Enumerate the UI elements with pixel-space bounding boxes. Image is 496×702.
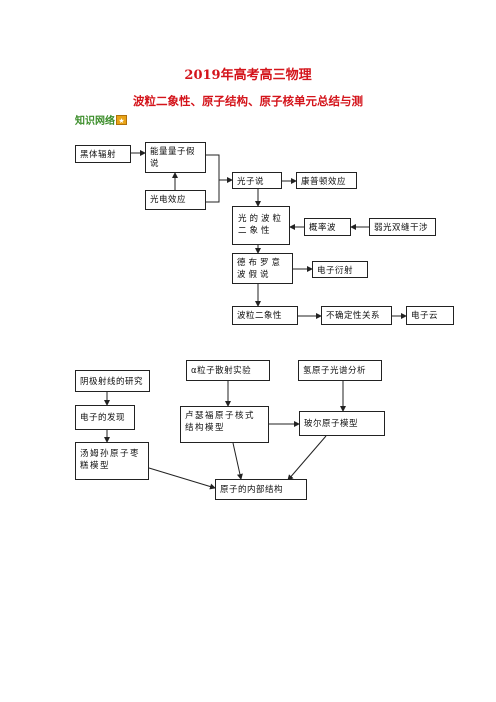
node-alpha-scattering: α粒子散射实验 — [186, 360, 270, 381]
section-heading: 知识网络 ★ — [75, 112, 127, 127]
node-blackbody: 黑体辐射 — [75, 145, 131, 163]
node-de-broglie: 德布罗意波假说 — [232, 253, 293, 284]
node-hydrogen-spectrum: 氢原子光谱分析 — [298, 360, 382, 381]
arrow-photoelectric-to-photon — [206, 180, 220, 203]
node-uncertainty: 不确定性关系 — [321, 306, 392, 325]
node-thomson: 汤姆孙原子枣糕模型 — [75, 442, 149, 480]
node-probability-wave: 概率波 — [304, 218, 351, 236]
arrow-thomson-to-atomic — [148, 467, 216, 490]
node-energy-quantum: 能量量子假说 — [145, 142, 206, 173]
arrow-rutherford-to-atomic — [232, 442, 243, 480]
section-label: 知识网络 — [75, 116, 115, 127]
node-cathode-ray: 阴极射线的研究 — [75, 370, 150, 392]
arrow-quantum-to-photon — [206, 154, 233, 183]
node-photon-theory: 光子说 — [232, 172, 282, 189]
node-atomic-structure: 原子的内部结构 — [215, 479, 307, 500]
star-badge-icon: ★ — [116, 114, 127, 125]
node-electron-discovery: 电子的发现 — [75, 405, 135, 430]
node-photoelectric: 光电效应 — [145, 190, 206, 210]
node-electron-cloud: 电子云 — [406, 306, 454, 325]
node-electron-diffraction: 电子衍射 — [312, 261, 368, 278]
node-rutherford: 卢瑟福原子核式结构模型 — [180, 406, 269, 443]
document-subtitle: 波粒二象性、原子结构、原子核单元总结与测 — [133, 94, 363, 108]
node-bohr: 玻尔原子模型 — [299, 411, 385, 436]
node-wave-particle-light: 光的波粒二象性 — [232, 206, 290, 245]
node-wave-particle: 波粒二象性 — [232, 306, 298, 325]
document-title: 2019年高考高三物理 — [184, 68, 312, 83]
node-weak-light-interference: 弱光双缝干涉 — [369, 218, 436, 236]
node-compton: 康普顿效应 — [296, 172, 357, 189]
arrow-bohr-to-atomic — [287, 435, 327, 481]
